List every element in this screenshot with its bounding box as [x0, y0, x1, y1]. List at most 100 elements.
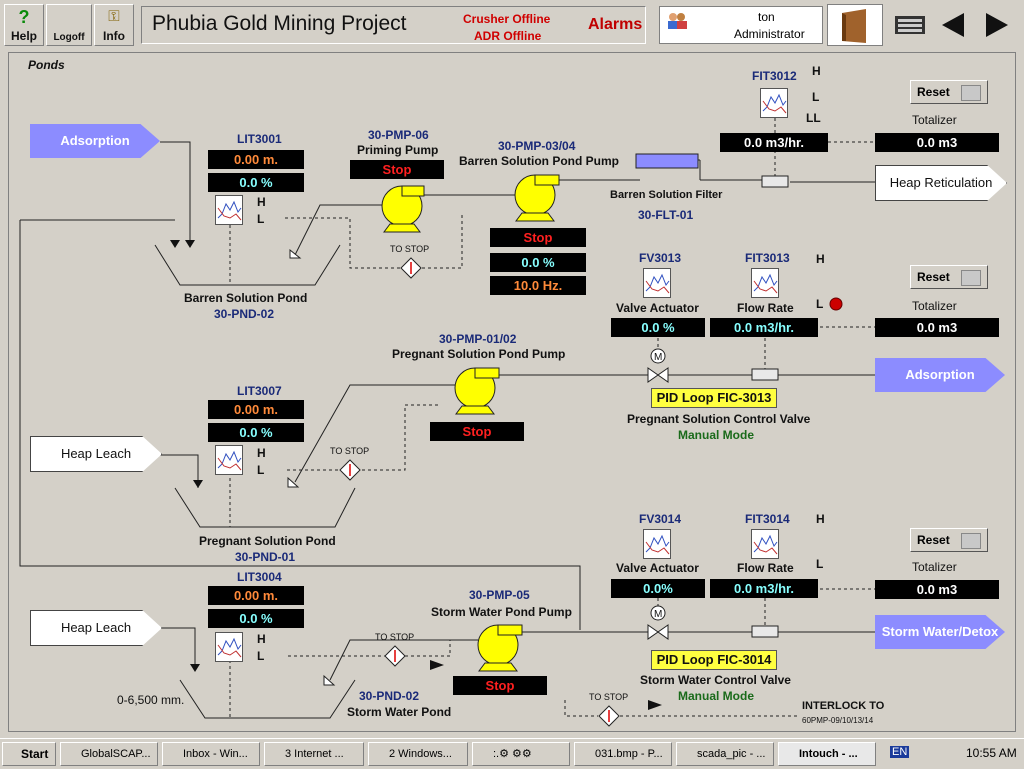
- pmp0304-hz: 10.0 Hz.: [490, 276, 586, 295]
- help-icon: ?: [18, 7, 30, 27]
- task-item-4[interactable]: 2 Windows...: [368, 742, 468, 766]
- pid-3013-button[interactable]: PID Loop FIC-3013: [651, 388, 777, 408]
- task-item-7[interactable]: scada_pic - ...: [676, 742, 774, 766]
- priming-label: Priming Pump: [357, 143, 439, 157]
- task-item-8[interactable]: Intouch - ...: [778, 742, 876, 766]
- fit3013-flow: 0.0 m3/hr.: [710, 318, 818, 337]
- heap-reticulation-outlet[interactable]: Heap Reticulation: [875, 165, 1007, 201]
- fit3013-l: L: [816, 297, 824, 311]
- reset-button-2[interactable]: Reset: [910, 265, 988, 289]
- fit3012-trend-icon[interactable]: [760, 88, 788, 118]
- storm-pump-label: Storm Water Pond Pump: [431, 605, 572, 619]
- users-icon: [666, 11, 687, 29]
- user-name: ton: [758, 10, 775, 24]
- lit3001-h: H: [257, 195, 266, 209]
- task-item-1[interactable]: GlobalSCAP...: [60, 742, 158, 766]
- adsorption-outlet[interactable]: Adsorption: [875, 358, 1005, 392]
- lit3004-l: L: [257, 649, 265, 663]
- fit3012-l: L: [812, 90, 820, 104]
- lit3001-tag: LIT3001: [237, 132, 282, 146]
- forward-button[interactable]: [982, 10, 1012, 45]
- lit3004-level: 0.00 m.: [208, 586, 304, 605]
- range-label: 0-6,500 mm.: [117, 693, 185, 707]
- user-box[interactable]: ton Administrator: [659, 6, 823, 44]
- preg-cv-label: Pregnant Solution Control Valve: [627, 412, 811, 426]
- fit3013-total: 0.0 m3: [875, 318, 999, 337]
- language-indicator[interactable]: EN: [890, 746, 910, 758]
- fit3012-ll: LL: [806, 111, 821, 125]
- lit3004-pct: 0.0 %: [208, 609, 304, 628]
- manual-mode-1: Manual Mode: [678, 428, 755, 442]
- manual-mode-2: Manual Mode: [678, 689, 755, 703]
- lit3004-trend-icon[interactable]: [215, 632, 243, 662]
- preg-pond-label: Pregnant Solution Pond: [199, 534, 336, 548]
- pmp06-state[interactable]: Stop: [350, 160, 444, 179]
- info-button[interactable]: ⚿ Info: [94, 4, 134, 46]
- section-title: Ponds: [28, 58, 65, 72]
- task-item-2[interactable]: Inbox - Win...: [162, 742, 260, 766]
- storm-pond-label: Storm Water Pond: [347, 705, 452, 719]
- fv3013-tag: FV3013: [639, 251, 682, 265]
- interlock-sub-label: 60PMP-09/10/13/14: [802, 716, 874, 725]
- lit3001-trend-icon[interactable]: [215, 195, 243, 225]
- pmp0304-pct: 0.0 %: [490, 253, 586, 272]
- totalizer-label-2: Totalizer: [912, 299, 957, 313]
- fit3014-l: L: [816, 557, 824, 571]
- logoff-label: Logoff: [53, 32, 85, 43]
- task-item-3[interactable]: 3 Internet ...: [264, 742, 364, 766]
- pmp05-state[interactable]: Stop: [453, 676, 547, 695]
- fit3013-trend-icon[interactable]: [751, 268, 779, 298]
- door-button[interactable]: [827, 4, 883, 46]
- lit3007-l: L: [257, 463, 265, 477]
- keyboard-button[interactable]: [891, 6, 931, 44]
- pnd02b-tag: 30-PND-02: [359, 689, 420, 703]
- barren-filter-label: Barren Solution Filter: [610, 189, 723, 201]
- reset-button-3[interactable]: Reset: [910, 528, 988, 552]
- task-item-6[interactable]: 031.bmp - P...: [574, 742, 672, 766]
- help-label: Help: [10, 29, 37, 43]
- page-title: Phubia Gold Mining Project: [152, 12, 407, 35]
- fv3014-valve-label: Valve Actuator: [616, 561, 699, 575]
- storm-cv-label: Storm Water Control Valve: [640, 673, 791, 687]
- alarms-button[interactable]: Alarms: [588, 16, 643, 33]
- pid-3014-button[interactable]: PID Loop FIC-3014: [651, 650, 777, 670]
- heap-leach-inlet-1[interactable]: Heap Leach: [30, 436, 162, 472]
- logoff-button[interactable]: Logoff: [46, 4, 92, 46]
- task-item-5[interactable]: :.⚙ ⚙⚙: [472, 742, 570, 766]
- heap-leach-inlet-2[interactable]: Heap Leach: [30, 610, 162, 646]
- fit3014-trend-icon[interactable]: [751, 529, 779, 559]
- reset-label-2: Reset: [917, 270, 950, 284]
- help-button[interactable]: ? Help: [4, 4, 44, 46]
- fit3014-total: 0.0 m3: [875, 580, 999, 599]
- fv3013-trend-icon[interactable]: [643, 268, 671, 298]
- barren-pond-label: Barren Solution Pond: [184, 291, 308, 305]
- start-label: Start: [21, 747, 49, 761]
- interlock-label: INTERLOCK TO: [802, 700, 885, 712]
- pmp0102-state[interactable]: Stop: [430, 422, 524, 441]
- totalizer-label-1: Totalizer: [912, 113, 957, 127]
- adsorption-inlet[interactable]: Adsorption: [30, 124, 160, 158]
- fit3014-flow: 0.0 m3/hr.: [710, 579, 818, 598]
- fv3013-pct: 0.0 %: [611, 318, 705, 337]
- lit3004-h: H: [257, 632, 266, 646]
- barren-pump-label: Barren Solution Pond Pump: [459, 154, 620, 168]
- fit3012-h: H: [812, 64, 821, 78]
- fit3014-tag: FIT3014: [745, 512, 790, 526]
- lit3007-trend-icon[interactable]: [215, 445, 243, 475]
- flt01-tag: 30-FLT-01: [638, 208, 694, 222]
- pmp06-tag: 30-PMP-06: [368, 128, 429, 142]
- fv3014-pct: 0.0%: [611, 579, 705, 598]
- taskbar: Start GlobalSCAP... Inbox - Win... 3 Int…: [0, 738, 1024, 769]
- lit3007-h: H: [257, 446, 266, 460]
- fit3012-tag: FIT3012: [752, 69, 797, 83]
- pnd02a-tag: 30-PND-02: [214, 307, 275, 321]
- storm-detox-outlet[interactable]: Storm Water/Detox: [875, 615, 1005, 649]
- fv3014-trend-icon[interactable]: [643, 529, 671, 559]
- pmp0304-state[interactable]: Stop: [490, 228, 586, 247]
- to-stop-3: TO STOP: [375, 632, 415, 642]
- reset-button-1[interactable]: Reset: [910, 80, 988, 104]
- start-button[interactable]: Start: [2, 742, 56, 766]
- svg-text:M: M: [654, 352, 662, 363]
- back-button[interactable]: [938, 10, 968, 45]
- fit3013-h: H: [816, 252, 825, 266]
